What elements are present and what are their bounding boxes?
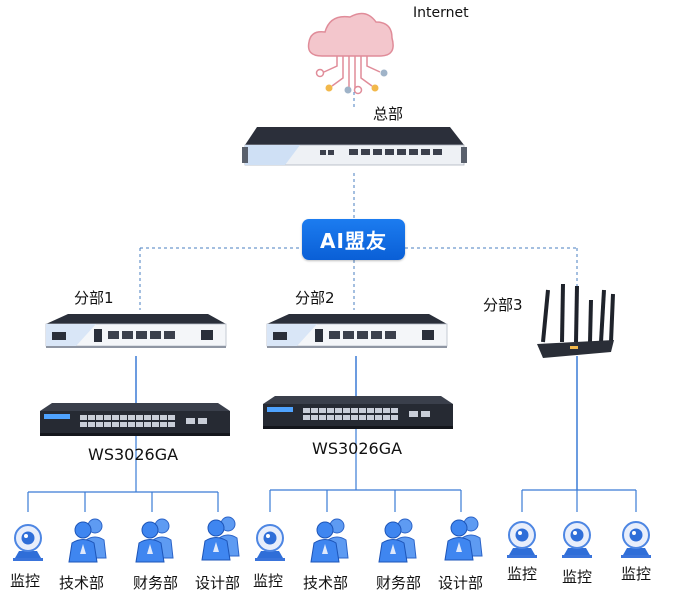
branch-1-label: 分部1 — [74, 289, 114, 307]
camera-icon — [12, 524, 44, 562]
switch-icon — [40, 403, 230, 436]
switch-icon — [263, 396, 453, 429]
endpoint-label: 监控 — [621, 565, 652, 583]
endpoint-label: 财务部 — [133, 574, 179, 592]
endpoint-label: 监控 — [10, 572, 41, 590]
camera-icon — [561, 521, 593, 559]
endpoint-label: 设计部 — [195, 574, 241, 592]
solid-links — [27, 429, 637, 512]
gateway-icon — [266, 313, 448, 349]
branch-2-label: 分部2 — [295, 289, 335, 307]
person-icon — [201, 516, 240, 561]
person-icon — [310, 518, 349, 563]
camera-icon — [506, 521, 538, 559]
endpoint-label: 监控 — [562, 568, 593, 586]
firewall-icon — [242, 127, 467, 166]
endpoint-label: 财务部 — [376, 574, 422, 592]
switch-1-model: WS3026GA — [88, 445, 179, 464]
endpoint-label: 监控 — [507, 565, 538, 583]
ai-ally-node: AI盟友 — [302, 219, 405, 260]
internet-label: Internet — [413, 5, 469, 21]
person-icon — [68, 518, 107, 563]
camera-icon — [254, 524, 286, 562]
endpoint-label: 设计部 — [438, 574, 484, 592]
dashed-links — [139, 173, 578, 310]
endpoint-label: 监控 — [253, 572, 284, 590]
switch-2-model: WS3026GA — [312, 439, 403, 458]
person-icon — [135, 518, 174, 563]
endpoint-label: 技术部 — [303, 574, 349, 592]
person-icon — [378, 518, 417, 563]
hq-label: 总部 — [373, 105, 404, 123]
camera-icon — [620, 521, 652, 559]
cloud-icon — [307, 12, 394, 95]
person-icon — [444, 516, 483, 561]
endpoint-label: 技术部 — [59, 574, 105, 592]
branch-3-label: 分部3 — [483, 296, 523, 314]
gateway-icon — [45, 313, 227, 349]
router-icon — [537, 283, 615, 358]
